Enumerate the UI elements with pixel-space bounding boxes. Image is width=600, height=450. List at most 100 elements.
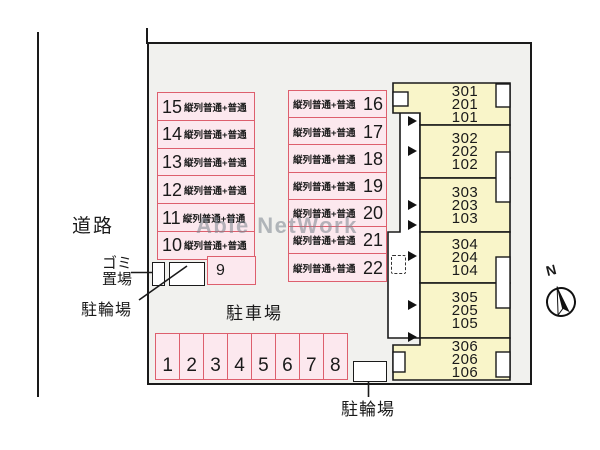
parking-space-number: 21 [362, 230, 383, 251]
room-number: 306 [451, 337, 479, 355]
parking-space-9: 9 [207, 256, 256, 285]
tandem-type-label: 縦列普通+普通 [184, 241, 247, 253]
parking-space: 2 [178, 333, 205, 380]
unit-rooms: 301 201 101 [420, 83, 510, 125]
parking-space-number: 18 [362, 148, 383, 169]
stairwell-notch [495, 351, 511, 378]
room-number: 303 [451, 183, 479, 201]
unit-rooms: 305 205 105 [420, 283, 510, 338]
bicycle-parking-box [169, 262, 205, 286]
unit-rooms: 304 204 104 [420, 232, 510, 283]
parking-space: 10 縦列普通+普通 [157, 230, 255, 260]
stairwell-notch [495, 256, 511, 309]
room-number: 304 [451, 236, 479, 253]
room-number: 106 [451, 363, 479, 381]
parking-space-number: 13 [162, 152, 183, 173]
watermark: Able NetWork [196, 213, 358, 238]
tandem-parking-column-right: 縦列普通+普通 16 縦列普通+普通 17 縦列普通+普通 18 縦列普通+普通… [288, 90, 387, 283]
parking-space: 4 [226, 333, 253, 380]
parking-space-number: 17 [362, 121, 383, 142]
tandem-type-label: 縦列普通+普通 [184, 158, 247, 170]
garbage-area-label: ゴミ 置場 [101, 255, 132, 288]
entrance-arrow-icon [408, 251, 417, 261]
tandem-type-label: 縦列普通+普通 [293, 100, 356, 112]
building-notch [392, 91, 409, 107]
tandem-parking-column-left: 15 縦列普通+普通 14 縦列普通+普通 13 縦列普通+普通 12 縦列普通… [157, 92, 255, 260]
dashed-structure-outline [391, 255, 406, 274]
parking-space-number: 15 [162, 96, 183, 117]
building-unit-4 [419, 231, 511, 284]
unit-rooms: 302 202 102 [420, 125, 510, 178]
parking-space-number: 4 [234, 355, 245, 376]
compass-icon: N [538, 261, 588, 322]
parking-space-number: 2 [186, 355, 197, 376]
parking-space: 6 [274, 333, 301, 380]
unit-rooms: 303 203 103 [420, 178, 510, 232]
parking-row-bottom: 1 2 3 4 5 6 7 8 [155, 333, 348, 380]
room-number: 204 [451, 249, 479, 266]
parking-space: 3 [202, 333, 229, 380]
site-boundary-extension-line [146, 28, 148, 44]
bicycle-parking-box-bottom [353, 361, 387, 382]
parking-space: 縦列普通+普通 18 [288, 144, 387, 174]
room-number: 302 [451, 130, 479, 147]
parking-space: 1 [155, 333, 181, 380]
room-number: 203 [451, 196, 479, 214]
room-number: 206 [451, 350, 479, 368]
room-number: 205 [451, 302, 479, 319]
parking-space-number: 20 [362, 203, 383, 224]
tandem-type-label: 縦列普通+普通 [293, 154, 356, 166]
parking-space: 5 [250, 333, 277, 380]
parking-space-number: 1 [162, 355, 173, 376]
parking-space-number: 14 [162, 124, 183, 145]
parking-space: 縦列普通+普通 19 [288, 171, 387, 201]
parking-space-number: 3 [210, 355, 221, 376]
bicycle-parking-label-bottom: 駐輪場 [341, 400, 395, 419]
tandem-type-label: 縦列普通+普通 [293, 209, 356, 221]
stairwell-notch [495, 83, 511, 108]
road-boundary-line [37, 32, 39, 397]
room-number: 201 [451, 95, 479, 113]
tandem-type-label: 縦列普通+普通 [184, 102, 247, 114]
parking-space-number: 9 [216, 261, 225, 279]
entrance-arrow-icon [408, 332, 417, 342]
parking-space-number: 16 [362, 94, 383, 115]
parking-space-number: 22 [362, 257, 383, 278]
tandem-type-label: 縦列普通+普通 [182, 213, 246, 225]
entrance-arrow-icon [408, 200, 417, 210]
parking-space: 13 縦列普通+普通 [157, 147, 255, 177]
tandem-type-label: 縦列普通+普通 [184, 130, 247, 142]
parking-space-number: 10 [162, 235, 183, 256]
entrance-arrow-icon [408, 220, 417, 230]
parking-space: 15 縦列普通+普通 [157, 92, 255, 122]
parking-space-number: 12 [162, 179, 183, 200]
parking-space-number: 7 [306, 355, 317, 376]
tandem-type-label: 縦列普通+普通 [293, 127, 356, 139]
parking-lot-label: 駐車場 [226, 304, 283, 323]
parking-space: 縦列普通+普通 22 [288, 253, 387, 283]
room-number: 105 [451, 315, 479, 332]
stairwell-notch [495, 151, 511, 203]
parking-space-number: 11 [162, 207, 181, 228]
tandem-type-label: 縦列普通+普通 [293, 263, 356, 275]
tandem-type-label: 縦列普通+普通 [293, 182, 356, 194]
bicycle-parking-label: 駐輪場 [81, 302, 133, 319]
parking-space: 12 縦列普通+普通 [157, 175, 255, 205]
entrance-arrow-icon [408, 116, 417, 126]
parking-space: 縦列普通+普通 17 [288, 117, 387, 146]
room-number: 202 [451, 143, 479, 160]
building-unit-6 [392, 337, 511, 381]
entrance-arrow-icon [408, 300, 417, 310]
parking-space: 8 [322, 333, 348, 380]
road-label: 道路 [72, 216, 115, 237]
parking-space-number: 6 [282, 355, 293, 376]
building-notch [392, 351, 406, 373]
tandem-type-label: 縦列普通+普通 [184, 185, 247, 197]
parking-space: 14 縦列普通+普通 [157, 119, 255, 149]
room-number: 305 [451, 289, 479, 306]
parking-space-number: 5 [258, 355, 269, 376]
parking-space: 7 [298, 333, 325, 380]
room-number: 102 [451, 156, 479, 173]
unit-rooms: 306 206 106 [420, 338, 510, 380]
